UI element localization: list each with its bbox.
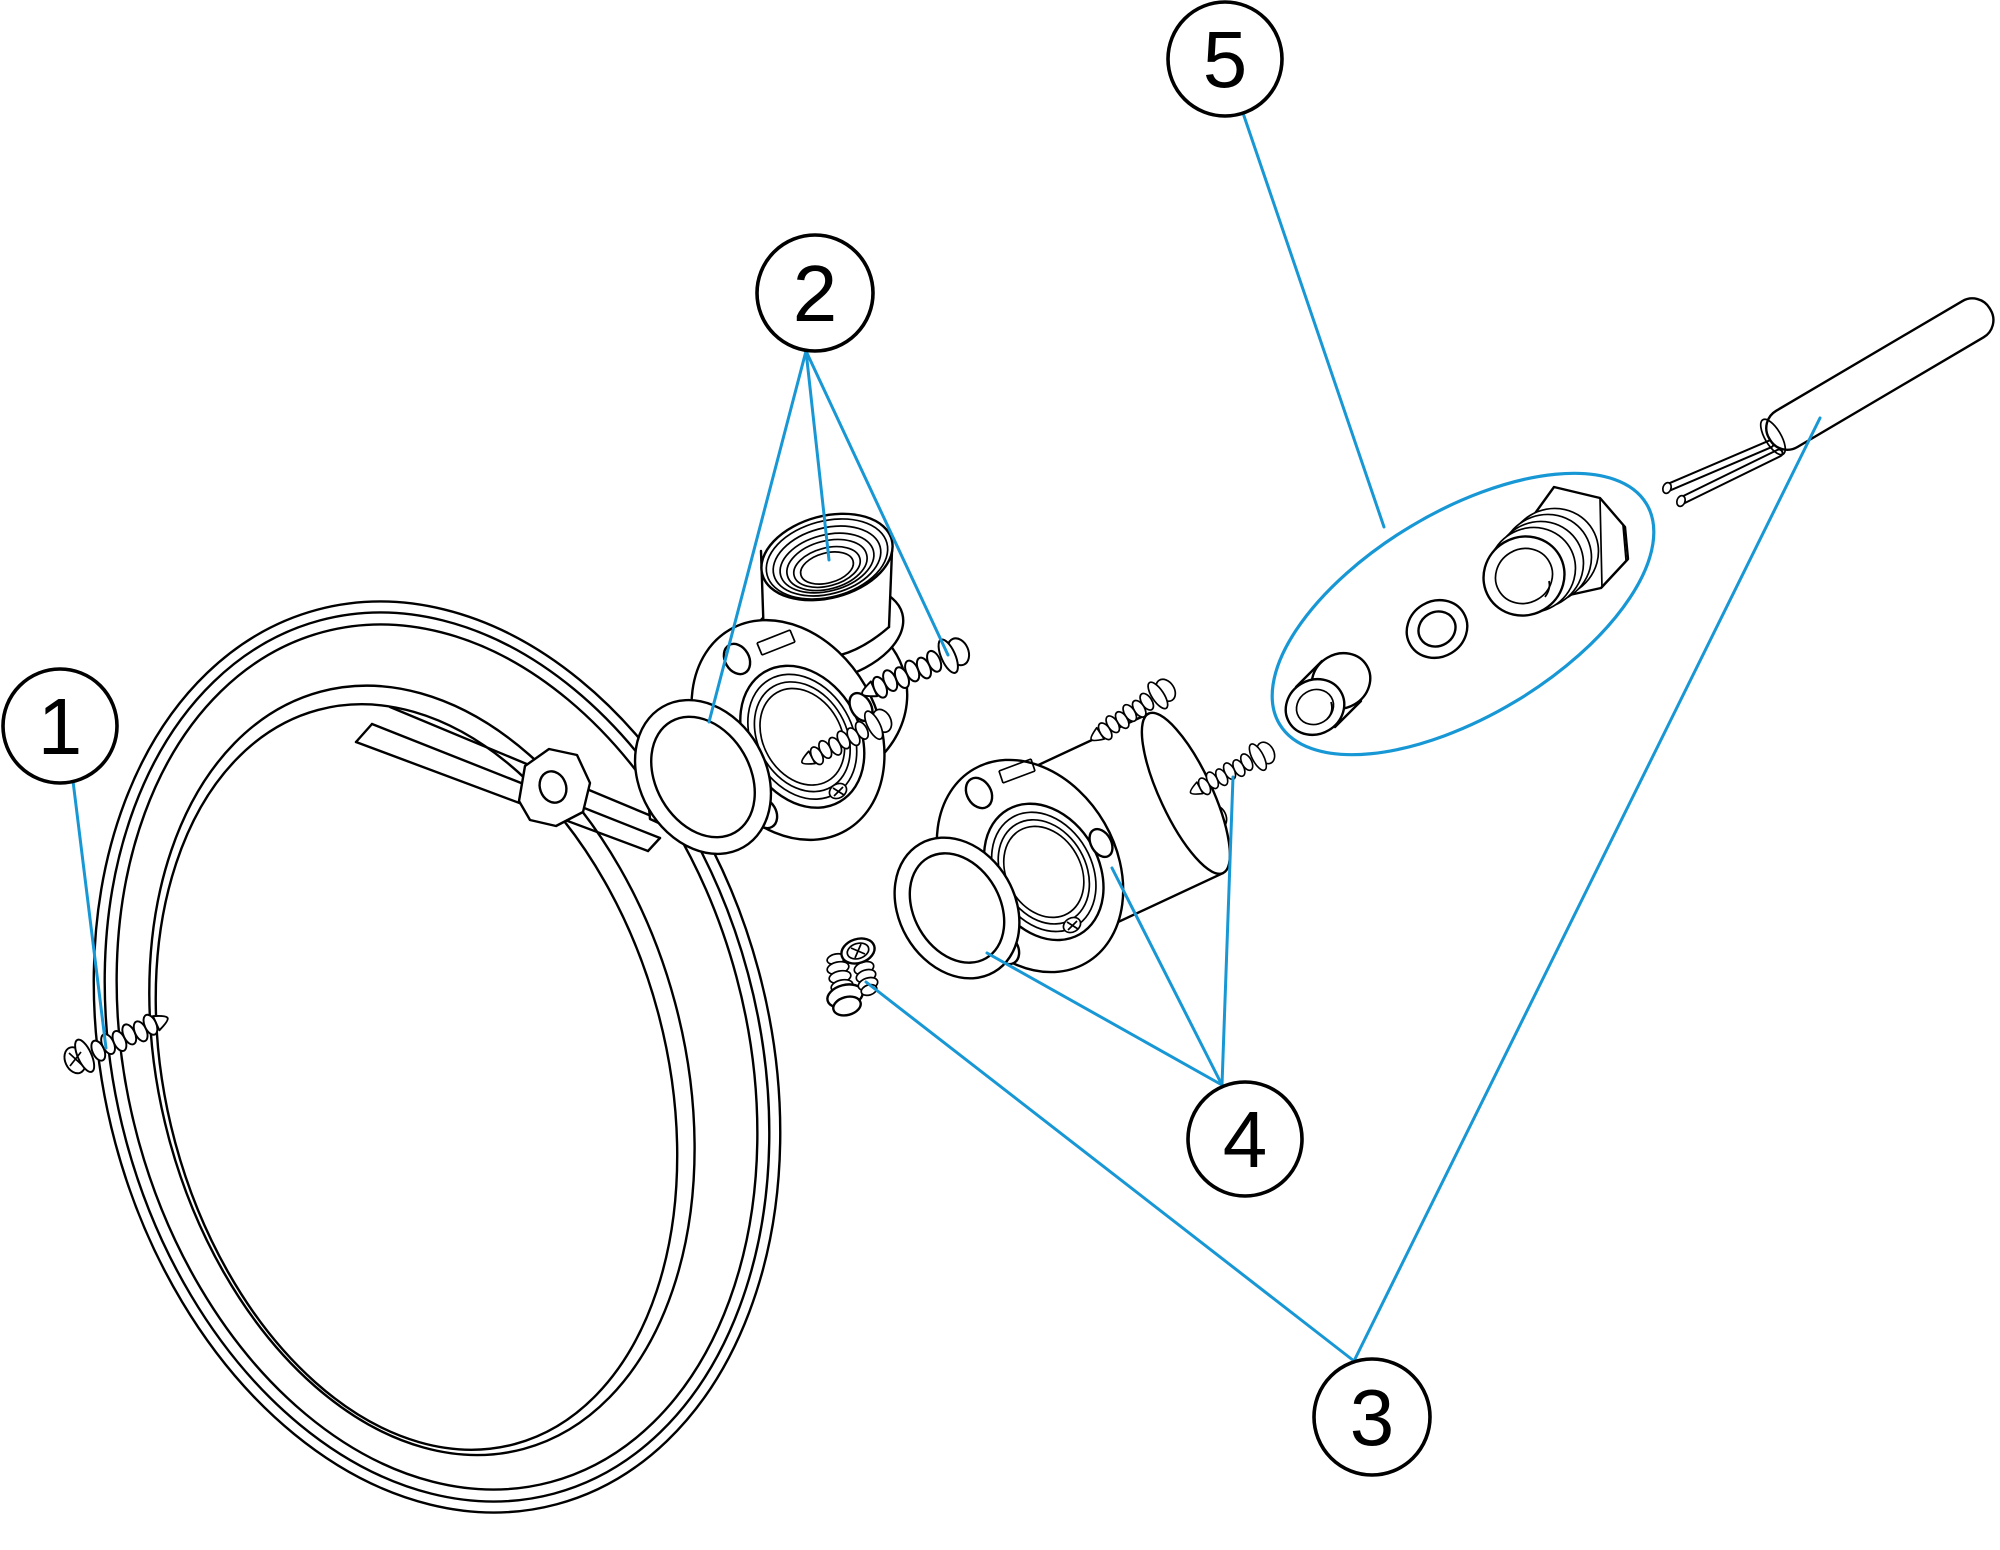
leader-2a — [707, 349, 808, 724]
leader-1 — [71, 779, 108, 1050]
callout-5-circle — [1166, 0, 1284, 118]
gland-nut — [1482, 485, 1630, 617]
gland-washer — [1405, 598, 1469, 660]
leader-4b — [1110, 866, 1224, 1087]
flange-set-screw — [1062, 916, 1082, 934]
cylinder-gasket — [893, 836, 1021, 980]
leader-3b — [1352, 416, 1822, 1363]
cable-gland-set — [1270, 471, 1656, 757]
callout-4-label: 4 — [1223, 1095, 1268, 1184]
callout-3: 3 — [1312, 1357, 1432, 1477]
leader-2c — [804, 349, 950, 657]
callout-2: 2 — [755, 233, 875, 353]
cable-wires — [1661, 439, 1784, 508]
group-ellipse — [1270, 471, 1656, 757]
flange-set-screw — [828, 782, 848, 800]
callout-5: 5 — [1166, 0, 1284, 118]
flange-hole — [964, 776, 994, 810]
face-ring-screw — [57, 1001, 176, 1082]
callout-3-circle — [1312, 1357, 1432, 1477]
flange-hole — [1088, 827, 1114, 859]
power-cable — [1661, 297, 1995, 508]
callout-1-circle — [1, 667, 119, 785]
callout-2-circle — [755, 233, 875, 353]
light-face-ring — [92, 600, 782, 1514]
leader-2b — [804, 349, 831, 562]
callout-3-label: 3 — [1350, 1373, 1395, 1462]
callout-5-label: 5 — [1203, 15, 1248, 104]
phillips-cross-icon — [68, 1051, 83, 1067]
flange-slot — [756, 629, 796, 656]
small-screw-pair — [826, 937, 879, 1017]
cable-sheath — [1759, 297, 1995, 456]
callout-1-label: 1 — [38, 682, 83, 771]
callout-1: 1 — [1, 667, 119, 785]
elbow-gasket — [633, 698, 773, 856]
threaded-port — [760, 512, 894, 602]
callout-4: 4 — [1186, 1080, 1304, 1198]
leader-4a — [985, 951, 1224, 1087]
flange-slot — [998, 758, 1036, 784]
gland-bushing — [1284, 651, 1372, 737]
callout-4-circle — [1186, 1080, 1304, 1198]
leader-4c — [1220, 775, 1235, 1087]
phillips-cross-icon — [850, 943, 866, 959]
leader-lines — [71, 111, 1822, 1363]
callout-2-label: 2 — [793, 249, 838, 338]
leader-3a — [864, 980, 1356, 1363]
leader-5 — [1241, 111, 1386, 529]
